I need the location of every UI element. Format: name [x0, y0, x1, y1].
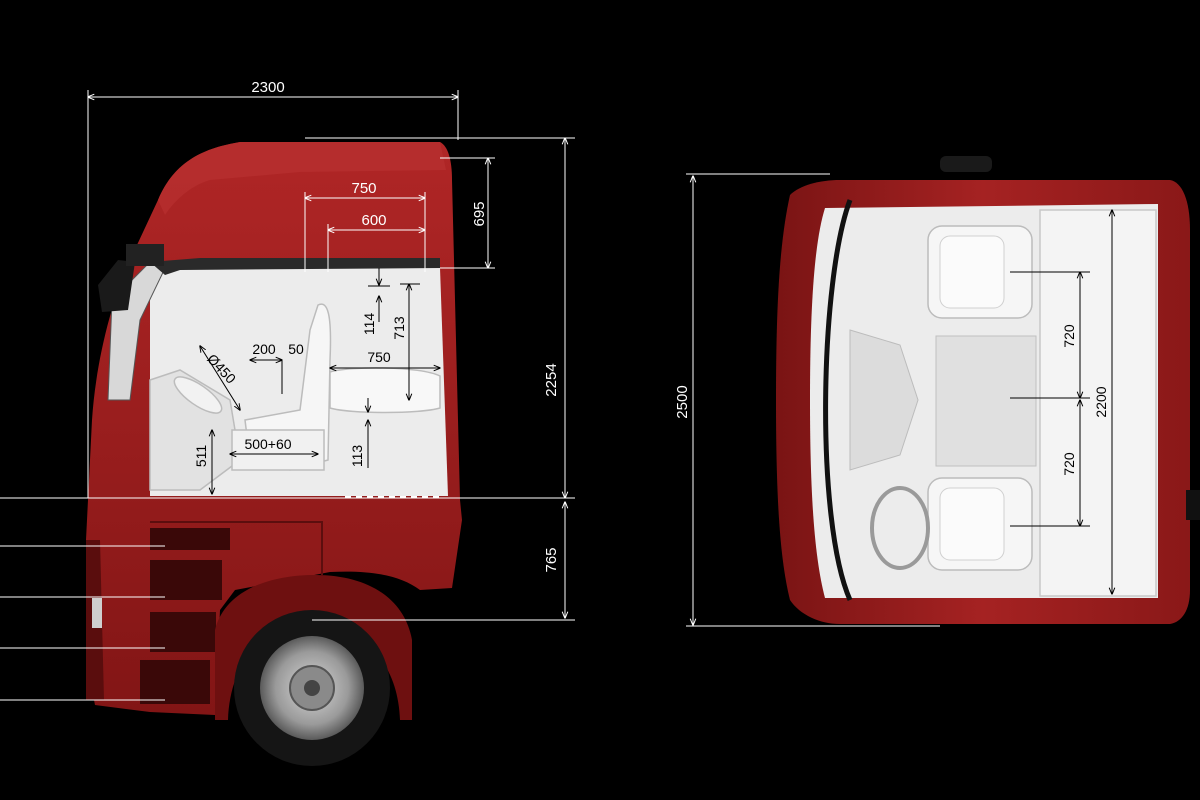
- top-dimension-lines-interior: [1010, 210, 1112, 594]
- dim-seat-base-height: 511: [193, 445, 209, 468]
- mirror-arm-top: [940, 156, 992, 172]
- front-wheel: [234, 610, 390, 766]
- side-view: 2300 750 600 695 2254 765 114 713 750 20…: [0, 79, 575, 766]
- dim-headroom-offset: 114: [361, 313, 377, 336]
- dim-overall-length: 2300: [251, 79, 284, 96]
- dashboard-top: [849, 329, 919, 471]
- dim-seat-spacing-front: 720: [1061, 324, 1077, 348]
- door-outline: [150, 521, 323, 575]
- passenger-seat: [927, 225, 1033, 319]
- roof-spoiler: [158, 142, 446, 215]
- windshield-top: [823, 199, 853, 601]
- floor-panel: [935, 335, 1037, 467]
- dim-overall-width: 2500: [674, 385, 691, 418]
- dim-floor-to-seat: 113: [349, 445, 365, 468]
- dim-interior-height: 713: [391, 316, 407, 340]
- wheel-arch: [215, 575, 412, 720]
- dimension-lines-interior: [200, 268, 440, 494]
- dim-seat-adjust-aft: 50: [288, 341, 304, 357]
- mirror-housing: [126, 244, 164, 266]
- dim-bunk-length-lower: 600: [361, 212, 386, 229]
- top-dimension-lines: [686, 173, 940, 627]
- side-mirror: [98, 260, 135, 312]
- dim-bed-length: 2200: [1093, 386, 1109, 417]
- dim-seat-travel: 500+60: [244, 436, 291, 452]
- headlight: [92, 598, 102, 628]
- dimension-lines: [0, 90, 575, 701]
- roof-band: [150, 258, 440, 275]
- sleeper-bed: [1039, 209, 1157, 597]
- dim-bed-length-side: 750: [367, 349, 391, 365]
- driver-seat: [927, 477, 1033, 571]
- dim-seat-spacing-rear: 720: [1061, 452, 1077, 476]
- steering-wheel-top: [870, 486, 930, 570]
- dim-overall-height: 2254: [543, 363, 560, 396]
- dim-roof-to-window: 695: [471, 201, 488, 226]
- interior-details: [149, 303, 441, 491]
- dim-bunk-length-upper: 750: [351, 180, 376, 197]
- top-view: 2500 2200 720 720: [674, 156, 1200, 627]
- mirror-arm-right: [1186, 490, 1200, 520]
- dim-step-height: 765: [543, 547, 560, 572]
- entry-steps: [140, 528, 230, 704]
- dimension-lines-bunk: [305, 192, 425, 272]
- dim-seat-adjust-fore: 200: [252, 341, 276, 357]
